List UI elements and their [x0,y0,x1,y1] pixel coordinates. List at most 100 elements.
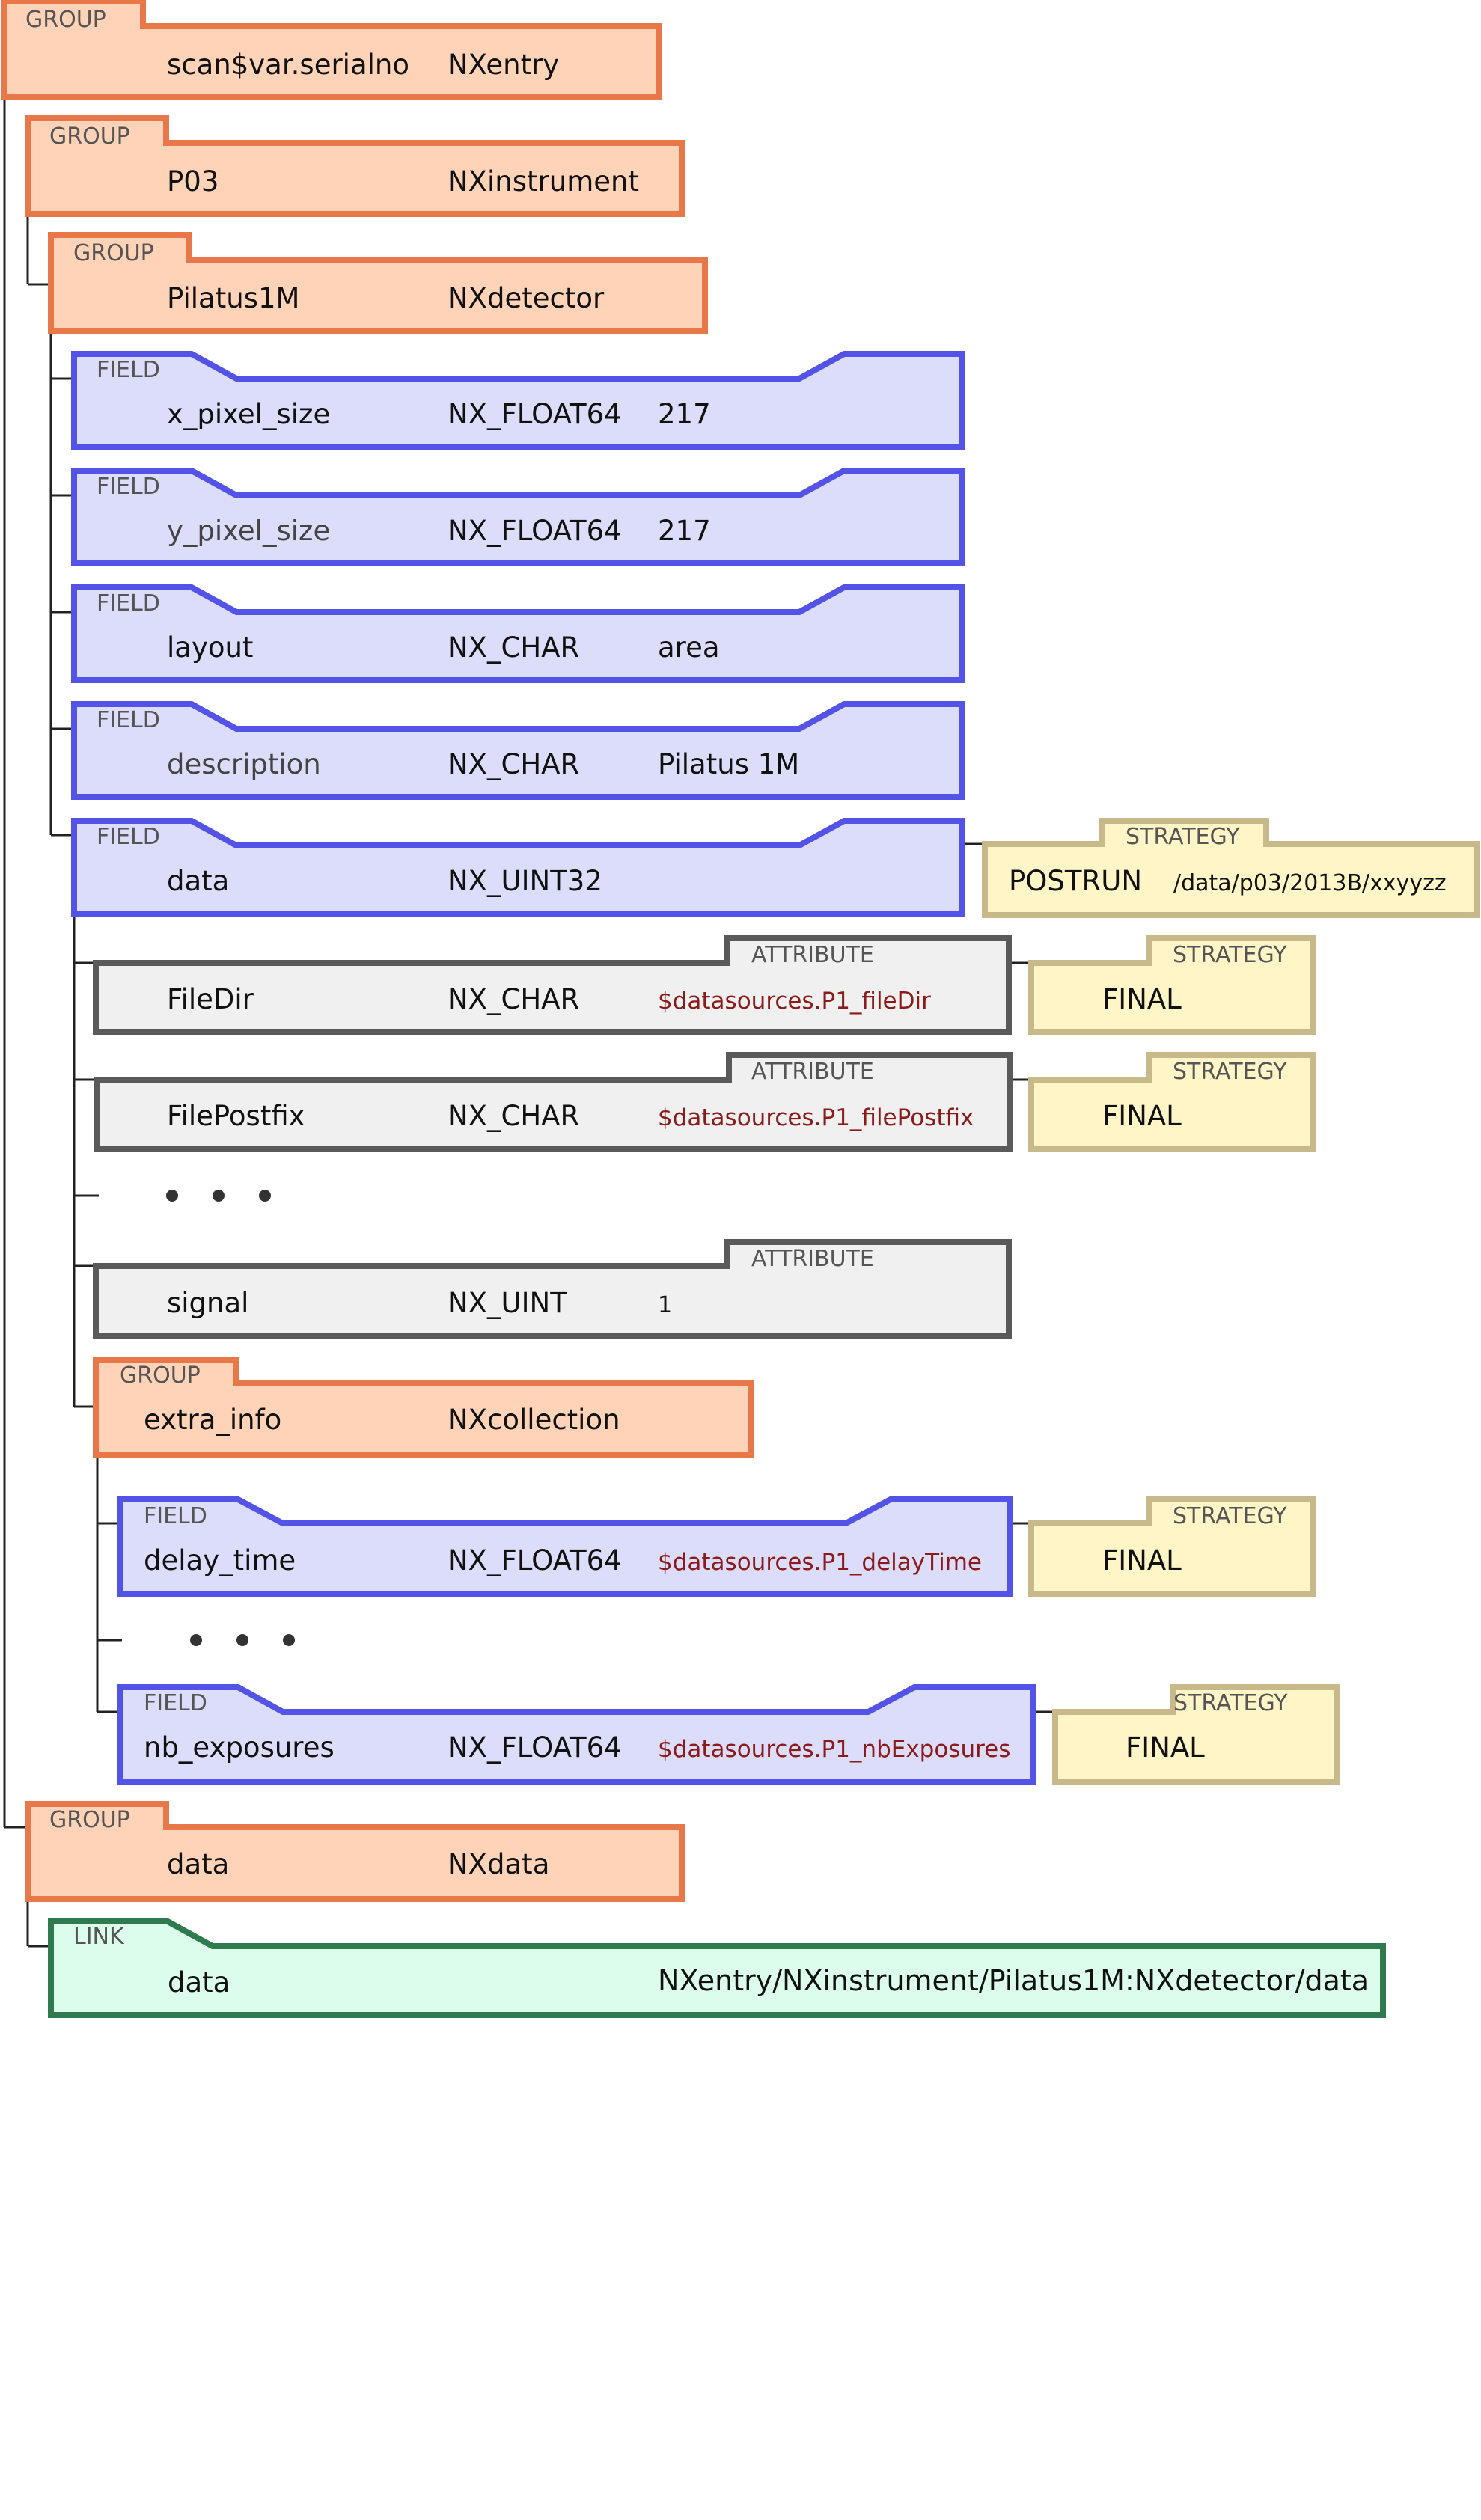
attribute-filepostfix[interactable]: ATTRIBUTE FilePostfix NX_CHAR $datasourc… [94,1052,1013,1152]
link-shape [48,1918,1386,2018]
node-name: data [167,1848,229,1880]
node-name: signal [167,1287,248,1319]
node-name: FileDir [167,983,254,1015]
node-tag: LINK [73,1924,125,1950]
field-y-pixel-size[interactable]: FIELD y_pixel_size NX_FLOAT64 217 [71,468,965,566]
node-name: description [167,748,321,780]
attribute-signal[interactable]: ATTRIBUTE signal NX_UINT 1 [93,1239,1012,1339]
node-name: extra_info [144,1404,281,1436]
strategy-mode: FINAL [1102,1544,1182,1576]
node-tag: GROUP [120,1363,201,1389]
group-shape [1,0,662,100]
group-entry[interactable]: GROUP scan$var.serialno NXentry [1,0,662,100]
link-data[interactable]: LINK data NXentry/NXinstrument/Pilatus1M… [48,1918,1386,2018]
field-data[interactable]: FIELD data NX_UINT32 [71,818,965,917]
strategy-mode: POSTRUN [1009,865,1142,897]
node-name: Pilatus1M [167,282,299,314]
node-type: NX_CHAR [448,983,579,1015]
node-name: delay_time [144,1544,296,1576]
group-instrument[interactable]: GROUP P03 NXinstrument [25,115,685,217]
node-tag: GROUP [49,123,130,150]
field-nb-exposures[interactable]: FIELD nb_exposures NX_FLOAT64 $datasourc… [117,1684,1036,1785]
node-tag: FIELD [97,824,160,850]
group-shape [25,1801,685,1902]
strategy-mode: FINAL [1102,1100,1182,1132]
attribute-shape [94,1052,1013,1152]
node-value: $datasources.P1_delayTime [658,1549,982,1576]
strategy-shape [1028,1496,1316,1597]
strategy-mode: FINAL [1126,1731,1205,1764]
group-shape [48,232,708,334]
node-type: NX_FLOAT64 [448,1731,622,1764]
node-value: $datasources.P1_fileDir [658,988,931,1015]
strategy-shape [982,818,1480,918]
strategy-filepostfix-final[interactable]: STRATEGY FINAL [1028,1052,1316,1152]
group-shape [25,115,685,217]
node-tag: GROUP [73,240,154,266]
field-shape [117,1684,1036,1785]
node-value: 1 [658,1292,672,1318]
ellipsis-icon [166,1190,271,1202]
node-tag: STRATEGY [1126,824,1240,850]
field-x-pixel-size[interactable]: FIELD x_pixel_size NX_FLOAT64 217 [71,351,965,450]
field-shape [71,351,965,450]
group-extra-info[interactable]: GROUP extra_info NXcollection [93,1357,754,1458]
group-nxdata[interactable]: GROUP data NXdata [25,1801,685,1902]
node-name: data [168,1966,230,1998]
node-value: 217 [658,398,711,430]
node-type: NX_CHAR [448,631,579,664]
node-type: NX_CHAR [448,1100,579,1132]
node-name: data [167,865,229,897]
field-shape [71,701,965,800]
node-tag: FIELD [144,1690,207,1716]
node-value: 217 [658,515,711,547]
field-shape [71,818,965,917]
node-name: P03 [167,165,219,198]
node-type: NXcollection [448,1404,620,1436]
node-type: NXdata [448,1848,549,1880]
node-type: NX_CHAR [448,748,579,780]
node-name: y_pixel_size [167,515,330,547]
node-name: x_pixel_size [167,398,330,430]
field-shape [71,468,965,566]
node-type: NX_FLOAT64 [448,398,622,430]
node-name: layout [167,631,253,664]
node-tag: GROUP [49,1807,130,1833]
strategy-path: /data/p03/2013B/xxyyzz [1173,870,1447,896]
node-tag: ATTRIBUTE [751,1246,874,1272]
field-delay-time[interactable]: FIELD delay_time NX_FLOAT64 $datasources… [117,1496,1013,1597]
node-tag: FIELD [144,1503,207,1529]
strategy-nb-exposures-final[interactable]: STRATEGY FINAL [1052,1684,1340,1785]
node-name: nb_exposures [144,1731,335,1764]
field-layout[interactable]: FIELD layout NX_CHAR area [71,584,965,683]
node-type: NXdetector [448,282,605,314]
strategy-data-postrun[interactable]: STRATEGY POSTRUN /data/p03/2013B/xxyyzz [982,818,1480,918]
node-tag: STRATEGY [1173,1059,1287,1085]
strategy-shape [1028,1052,1316,1152]
node-tag: FIELD [97,590,160,617]
node-tag: FIELD [97,707,160,733]
link-target: NXentry/NXinstrument/Pilatus1M:NXdetecto… [658,1964,1369,1997]
strategy-mode: FINAL [1102,983,1182,1015]
group-detector[interactable]: GROUP Pilatus1M NXdetector [48,232,708,334]
node-name: scan$var.serialno [167,49,409,81]
node-type: NXinstrument [448,165,639,198]
group-shape [93,1357,754,1458]
node-type: NX_FLOAT64 [448,515,622,547]
node-type: NX_UINT32 [448,865,602,897]
strategy-delay-time-final[interactable]: STRATEGY FINAL [1028,1496,1316,1597]
attribute-shape [93,935,1012,1035]
attribute-shape [93,1239,1012,1339]
node-value: $datasources.P1_filePostfix [658,1104,974,1131]
node-tag: FIELD [97,474,160,500]
node-tag: ATTRIBUTE [751,1059,874,1085]
attribute-filedir[interactable]: ATTRIBUTE FileDir NX_CHAR $datasources.P… [93,935,1012,1035]
node-tag: STRATEGY [1173,942,1287,968]
node-value: area [658,631,720,664]
strategy-filedir-final[interactable]: STRATEGY FINAL [1028,935,1316,1035]
ellipsis-icon [190,1634,295,1646]
node-tag: STRATEGY [1173,1690,1288,1716]
field-shape [117,1496,1013,1597]
field-description[interactable]: FIELD description NX_CHAR Pilatus 1M [71,701,965,800]
